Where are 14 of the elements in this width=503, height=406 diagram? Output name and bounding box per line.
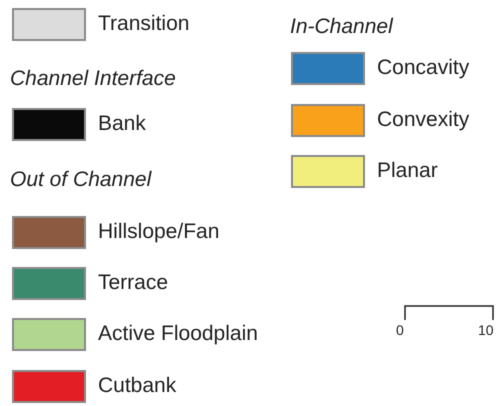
legend-label: Terrace (98, 270, 168, 296)
group-heading: Out of Channel (10, 167, 152, 193)
legend-label: Bank (98, 111, 146, 137)
legend-label: Planar (377, 158, 438, 184)
legend-label: Active Floodplain (98, 321, 258, 347)
legend-label: Hillslope/Fan (98, 219, 220, 245)
scale-label: 0 (396, 322, 404, 338)
legend-label: Cutbank (98, 373, 176, 399)
group-heading: In-Channel (290, 14, 393, 40)
legend-label: Concavity (377, 55, 470, 81)
legend-label: Transition (98, 11, 190, 37)
scale-label: 10 (478, 322, 494, 338)
group-heading: Channel Interface (10, 66, 176, 92)
legend-label: Convexity (377, 107, 470, 133)
